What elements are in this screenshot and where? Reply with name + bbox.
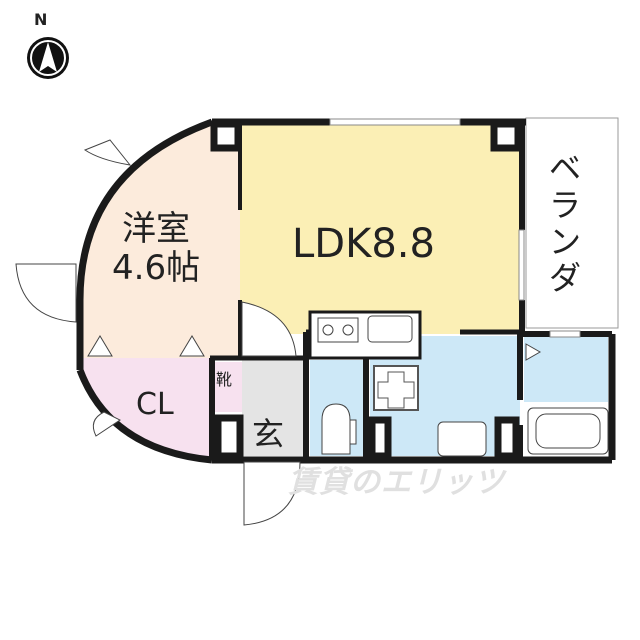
- compass-label: N: [34, 10, 48, 29]
- western-room-label: 洋室 4.6帖: [112, 209, 201, 289]
- north-arrow-icon: [27, 37, 69, 79]
- entrance-hall-area: [242, 360, 306, 456]
- shoe-storage-label: 靴: [216, 370, 233, 389]
- western-room-area: [80, 122, 240, 358]
- wash-basin-icon: [437, 421, 487, 457]
- ldk-label: LDK8.8: [292, 221, 435, 267]
- kitchen-counter: [308, 310, 422, 360]
- veranda-label: ベランダ: [548, 149, 581, 298]
- windows: [329, 118, 581, 338]
- entrance-label: 玄: [252, 415, 285, 453]
- closet-door-markers: [87, 335, 542, 361]
- doors: [15, 139, 301, 526]
- closet-label: CL: [136, 387, 174, 422]
- shoe-storage-area: [214, 362, 242, 412]
- columns: [210, 120, 522, 460]
- kitchen-sink-icon: [367, 315, 413, 343]
- toilet-icon: [321, 403, 357, 455]
- veranda-area: [525, 117, 619, 329]
- bathroom-area: [524, 336, 608, 402]
- western-room-size: 4.6帖: [112, 248, 201, 289]
- watermark: 賃貸のエリッツ: [288, 465, 505, 500]
- closet-area: [80, 358, 212, 460]
- stove-burner-icon: [342, 324, 354, 336]
- western-room-name: 洋室: [122, 209, 191, 249]
- stove-burner-icon: [322, 324, 334, 336]
- ldk-area: [240, 122, 522, 334]
- washing-machine-space-icon: [373, 365, 419, 411]
- bathtub-icon: [527, 407, 609, 455]
